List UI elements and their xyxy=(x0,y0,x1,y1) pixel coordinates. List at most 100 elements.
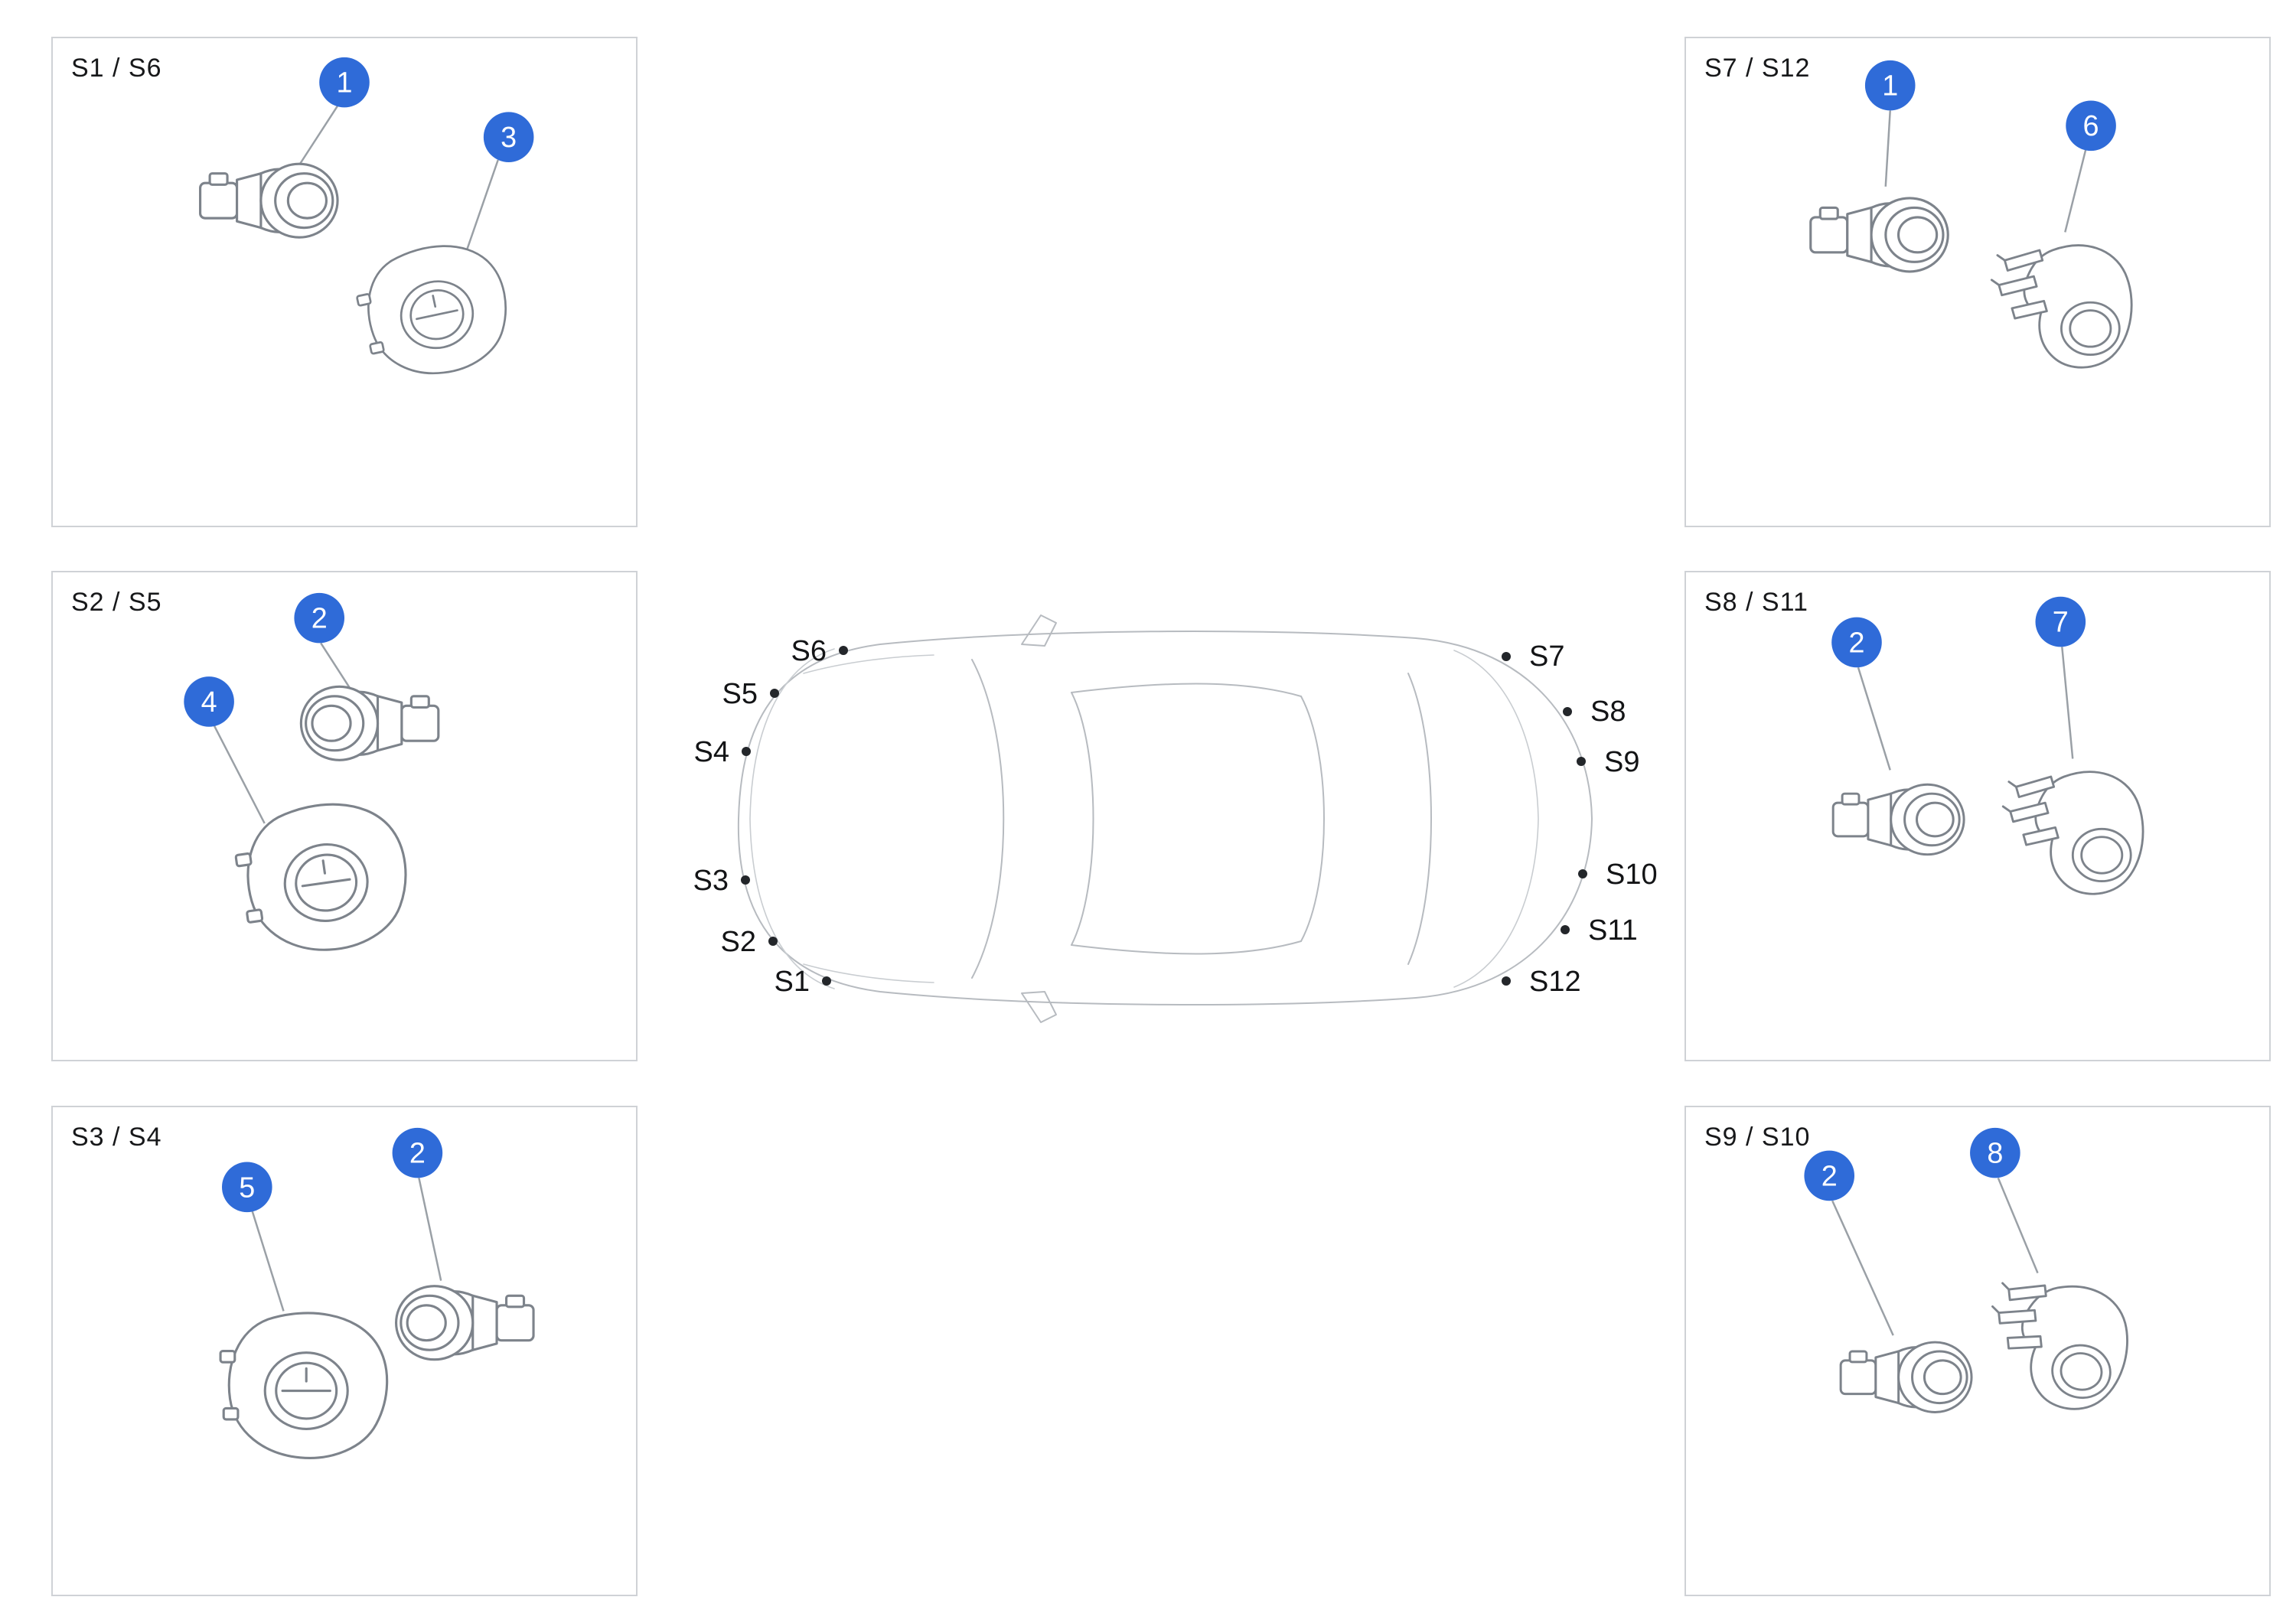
rear-window-line xyxy=(1300,696,1325,942)
position-label-s9: S9 xyxy=(1604,746,1639,778)
position-label-s1: S1 xyxy=(775,966,810,998)
sensor-dot-s2 xyxy=(768,937,778,946)
panel-illustration: 2 7 xyxy=(1831,596,2144,895)
position-label-s6: S6 xyxy=(791,635,827,667)
sensor-dot-s4 xyxy=(742,747,751,756)
callout-3[interactable]: 3 xyxy=(483,112,534,162)
panel-label: S9 / S10 xyxy=(1704,1123,1811,1152)
callout-6[interactable]: 6 xyxy=(2066,100,2116,152)
parking-sensor-illustration xyxy=(299,685,440,761)
panel-s1-s6: S1 / S6 1 3 xyxy=(51,37,638,527)
car-location-diagram: S6 S5 S4 S3 S2 S1 S7 S8 S9 S10 S11 S12 xyxy=(643,589,1760,1048)
leader-line xyxy=(462,159,499,259)
position-label-s8: S8 xyxy=(1590,696,1626,728)
leader-line xyxy=(213,725,266,824)
mounting-bracket-illustration xyxy=(229,793,417,963)
svg-text:2: 2 xyxy=(1821,1160,1838,1192)
leader-line xyxy=(1884,110,1891,187)
callout-2[interactable]: 2 xyxy=(294,592,344,644)
svg-text:2: 2 xyxy=(311,603,328,635)
sensor-dot-s1 xyxy=(822,976,831,986)
leader-line xyxy=(418,1178,442,1281)
position-label-s11: S11 xyxy=(1588,914,1638,947)
rear-window-line xyxy=(1407,673,1432,965)
panel-s2-s5: S2 / S5 2 4 xyxy=(51,571,638,1061)
panel-illustration: 1 6 xyxy=(1809,60,2133,369)
callout-8[interactable]: 8 xyxy=(1970,1127,2020,1178)
sensor-dot-s7 xyxy=(1502,652,1511,661)
position-label-s12: S12 xyxy=(1529,966,1581,998)
sensor-dot-s10 xyxy=(1578,869,1587,878)
headlight-line xyxy=(803,963,934,983)
svg-text:1: 1 xyxy=(1882,70,1898,103)
parking-sensor-illustration xyxy=(1809,197,1949,273)
sensor-dot-s9 xyxy=(1577,757,1586,766)
mounting-bracket-illustration xyxy=(1990,244,2133,369)
position-label-s3: S3 xyxy=(693,865,729,897)
panel-label: S2 / S5 xyxy=(71,588,162,617)
leader-line xyxy=(1997,1177,2039,1274)
leader-line xyxy=(251,1211,285,1312)
mounting-bracket-illustration xyxy=(2001,771,2144,895)
svg-text:2: 2 xyxy=(1848,627,1864,659)
sensor-dot-s5 xyxy=(770,689,779,698)
svg-text:2: 2 xyxy=(409,1138,426,1170)
headlight-line xyxy=(803,654,934,674)
callout-7[interactable]: 7 xyxy=(2035,596,2086,647)
panel-label: S1 / S6 xyxy=(71,54,162,83)
callout-2[interactable]: 2 xyxy=(1804,1150,1855,1201)
side-mirror xyxy=(1021,614,1057,647)
callout-1[interactable]: 1 xyxy=(319,57,370,108)
position-label-s10: S10 xyxy=(1606,859,1658,891)
panel-s3-s4: S3 / S4 5 2 xyxy=(51,1106,638,1596)
parking-sensor-illustration xyxy=(1839,1341,1973,1413)
front-bumper-line xyxy=(749,648,835,989)
panel-illustration: 2 4 xyxy=(184,592,440,963)
position-label-s2: S2 xyxy=(721,926,756,958)
position-label-s5: S5 xyxy=(722,678,758,710)
panel-s7-s12: S7 / S12 1 6 xyxy=(1684,37,2271,527)
car-top-view: S6 S5 S4 S3 S2 S1 S7 S8 S9 S10 S11 S12 xyxy=(693,614,1658,1023)
sensor-dot-s8 xyxy=(1563,707,1572,716)
position-label-s4: S4 xyxy=(694,736,729,768)
sensor-dot-s3 xyxy=(741,875,750,885)
parking-sensor-illustration xyxy=(1831,783,1965,856)
windshield-line xyxy=(971,659,1005,979)
panel-illustration: 2 8 xyxy=(1804,1127,2138,1419)
leader-line xyxy=(2064,149,2087,233)
leader-line xyxy=(2061,647,2074,759)
panel-label: S7 / S12 xyxy=(1704,54,1811,83)
panel-label: S3 / S4 xyxy=(71,1123,162,1152)
sensor-dot-s12 xyxy=(1502,976,1511,986)
parking-sensor-illustration xyxy=(199,162,339,239)
panel-illustration: 1 3 xyxy=(199,57,534,389)
callout-4[interactable]: 4 xyxy=(184,676,234,727)
windshield-line xyxy=(1071,692,1094,946)
leader-line xyxy=(1857,666,1891,771)
rear-bumper-line xyxy=(1453,650,1539,988)
callout-5[interactable]: 5 xyxy=(222,1162,272,1213)
panel-s9-s10: S9 / S10 2 8 xyxy=(1684,1106,2271,1596)
svg-text:5: 5 xyxy=(239,1172,255,1204)
svg-text:1: 1 xyxy=(337,67,353,99)
car-body-outline xyxy=(737,630,1593,1006)
sensor-dot-s11 xyxy=(1561,925,1570,934)
callout-1[interactable]: 1 xyxy=(1864,60,1916,111)
sensor-dot-s6 xyxy=(839,646,848,655)
panel-label: S8 / S11 xyxy=(1704,588,1808,617)
panel-illustration: 5 2 xyxy=(219,1127,535,1459)
svg-text:3: 3 xyxy=(501,122,517,154)
svg-text:7: 7 xyxy=(2053,607,2069,639)
svg-text:8: 8 xyxy=(1987,1138,2003,1170)
mounting-bracket-illustration xyxy=(219,1312,389,1459)
roof-line xyxy=(1071,683,1302,697)
callout-2[interactable]: 2 xyxy=(1831,617,1882,668)
leader-line xyxy=(320,642,352,691)
side-mirror xyxy=(1021,991,1057,1023)
parking-sensor-illustration xyxy=(395,1285,535,1361)
callout-2[interactable]: 2 xyxy=(392,1127,443,1178)
position-label-s7: S7 xyxy=(1529,640,1564,673)
mounting-bracket-illustration xyxy=(1976,1271,2138,1419)
svg-text:4: 4 xyxy=(201,686,217,719)
